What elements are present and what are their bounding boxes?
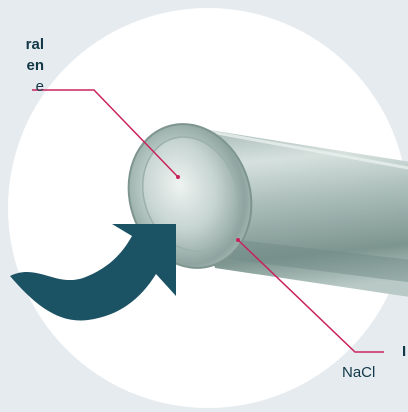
label-top-left-line3: e [0, 76, 44, 97]
label-bottom-right-line1: I [342, 341, 406, 362]
leader-dot-bottom [236, 238, 240, 242]
leader-dot-top [176, 175, 180, 179]
label-top-left: ral en e [0, 34, 44, 97]
label-top-left-line2: en [0, 55, 44, 76]
label-top-left-line1: ral [0, 34, 44, 55]
label-bottom-right-line2: NaCl [342, 362, 406, 383]
label-bottom-right: I NaCl [342, 341, 406, 383]
